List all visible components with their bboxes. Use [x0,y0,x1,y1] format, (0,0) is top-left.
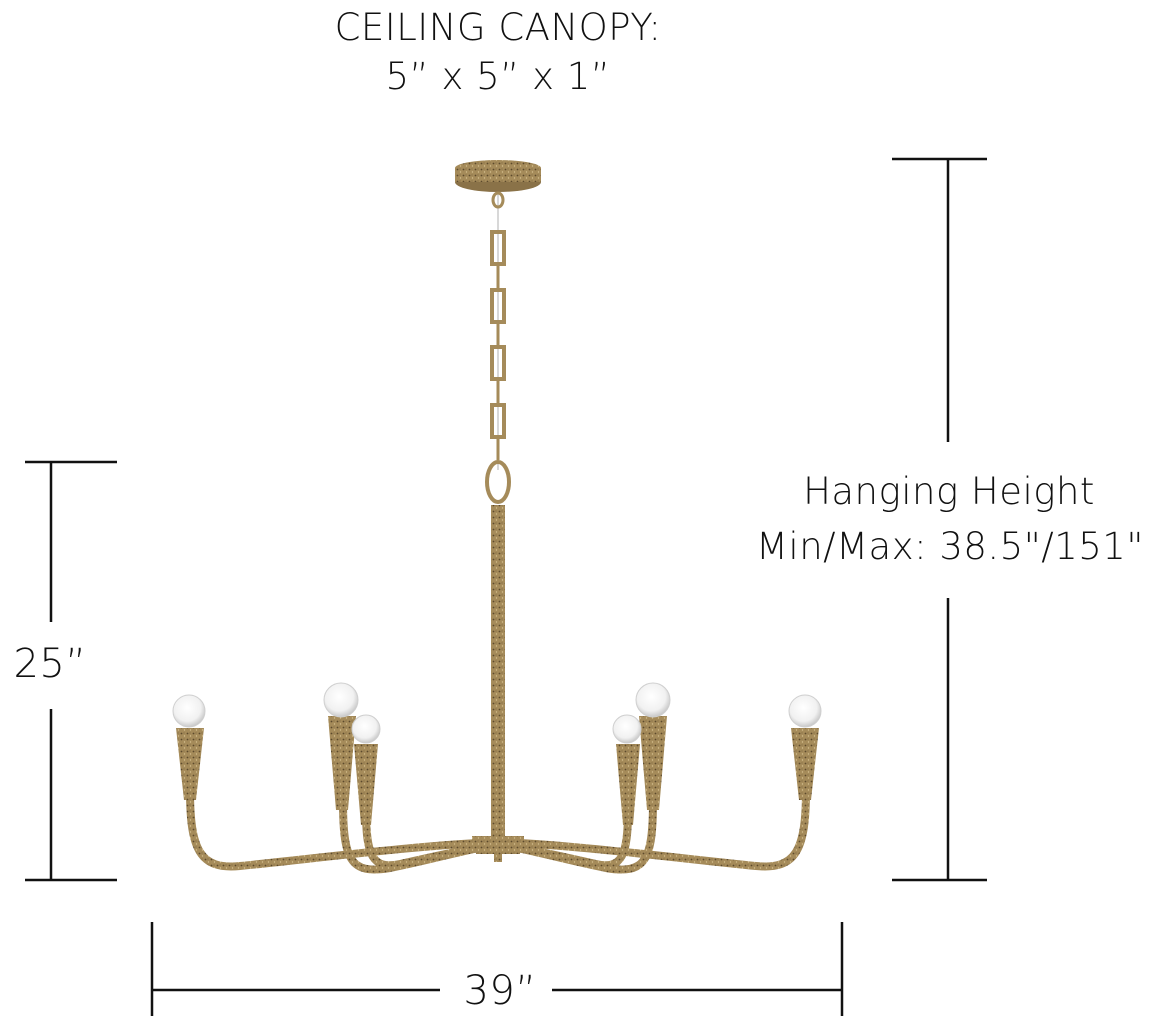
bulb-icon [351,714,381,744]
bulb-icon [172,694,206,728]
ceiling-canopy [455,160,541,192]
arms [186,786,810,874]
bulbs [172,682,822,744]
bulb-icon [635,682,671,718]
hanging-height-title: Hanging Height [803,470,1095,513]
candle-cups [176,716,819,825]
bulb-icon [323,682,359,718]
fixture-width-label: 39” [463,968,537,1014]
canopy-title: CEILING CANOPY: [334,6,662,49]
bulb-icon [788,694,822,728]
chain [485,191,511,504]
width-dimension-line [150,922,844,1016]
center-stem [472,505,524,862]
canopy-dimensions: 5” x 5” x 1” [385,55,611,98]
fixture-height-label: 25” [13,641,87,687]
hanging-height-dimension-line [892,157,987,882]
bulb-icon [612,714,642,744]
hanging-height-value: Min/Max: 38.5"/151" [756,525,1144,568]
height-dimension-line [25,460,117,882]
